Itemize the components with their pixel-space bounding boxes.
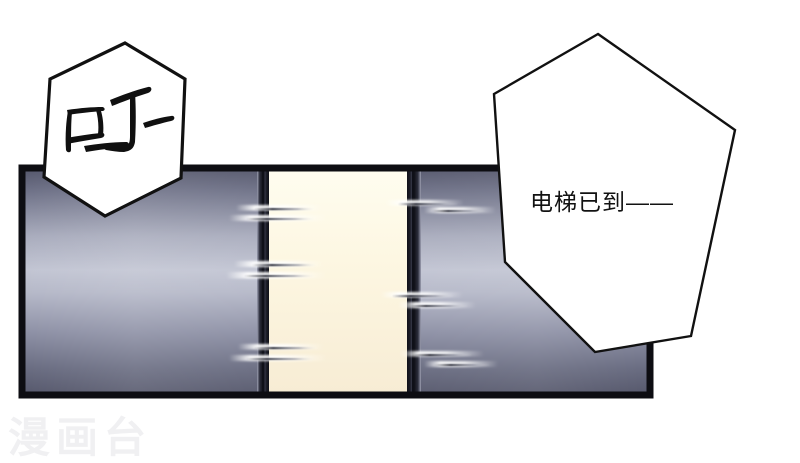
speech-bubble-ding-shape — [42, 41, 187, 218]
site-watermark: 漫画台 — [8, 414, 153, 461]
speech-bubble-elevator-arrived-shape — [492, 32, 737, 354]
speech-bubble-ding — [42, 41, 187, 218]
left-door-seam-inner — [262, 168, 265, 395]
motion-streaks — [226, 200, 498, 367]
speech-bubble-elevator-arrived — [492, 32, 737, 354]
speech-bubble-elevator-arrived-text: 电梯已到—— — [530, 189, 674, 215]
speech-bubble-ding-brush — [65, 86, 175, 153]
right-door-seam-inner — [412, 168, 415, 395]
